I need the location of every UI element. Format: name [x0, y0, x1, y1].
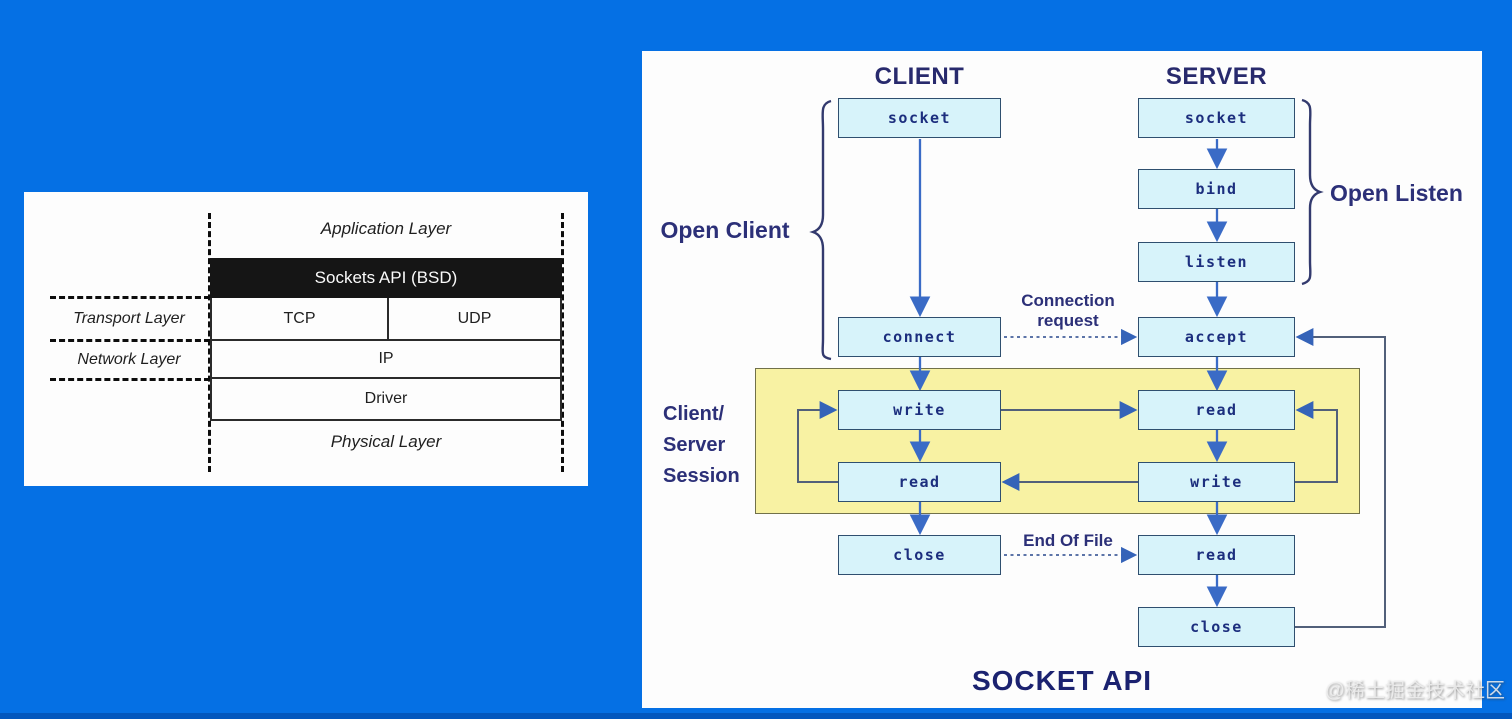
open-client-brace	[809, 99, 832, 361]
client-close-box: close	[838, 535, 1001, 575]
transport-layer-label: Transport Layer	[73, 310, 185, 327]
session-label-line1: Client/	[663, 403, 725, 425]
socket-api-panel: CLIENT SERVER	[642, 51, 1482, 708]
tcp-cell: TCP	[212, 298, 389, 339]
connection-request-line1: Connection	[1021, 291, 1115, 310]
client-socket-box: socket	[838, 98, 1001, 138]
protocol-stack-panel: Application Layer Sockets API (BSD) TCP …	[24, 192, 588, 486]
session-label-line3: Session	[663, 465, 740, 487]
driver-cell: Driver	[212, 379, 560, 421]
open-client-label: Open Client	[660, 217, 790, 243]
client-write-box: write	[838, 390, 1001, 430]
transport-row: TCP UDP	[212, 298, 560, 341]
server-read-box: read	[1138, 390, 1295, 430]
open-listen-brace	[1301, 98, 1324, 286]
ip-cell: IP	[212, 341, 560, 379]
bottom-edge-strip	[0, 713, 1512, 719]
client-connect-box: connect	[838, 317, 1001, 357]
socket-api-title: SOCKET API	[971, 665, 1153, 696]
juejin-watermark: @稀土掘金技术社区	[1324, 680, 1505, 702]
end-of-file-label: End Of File	[1023, 531, 1113, 550]
connection-request-label: Connection request	[998, 291, 1138, 331]
server-socket-box: socket	[1138, 98, 1295, 138]
client-column-header: CLIENT	[874, 63, 965, 90]
stack-dashed-line-right	[561, 213, 564, 472]
stack-dashed-line-left	[208, 213, 211, 472]
server-close-box: close	[1138, 607, 1295, 647]
physical-layer-label: Physical Layer	[330, 432, 442, 451]
stack-dashed-line-h3	[50, 378, 210, 381]
sockets-api-bar: Sockets API (BSD)	[210, 258, 562, 298]
server-accept-box: accept	[1138, 317, 1295, 357]
open-listen-label: Open Listen	[1330, 180, 1463, 206]
server-listen-box: listen	[1138, 242, 1295, 282]
server-column-header: SERVER	[1165, 63, 1268, 90]
connection-request-line2: request	[1037, 311, 1099, 330]
application-layer-label: Application Layer	[320, 219, 452, 238]
sockets-api-bar-label: Sockets API (BSD)	[314, 268, 458, 287]
client-read-box: read	[838, 462, 1001, 502]
udp-cell: UDP	[457, 309, 492, 327]
client-server-session-label: Client/ Server Session	[663, 399, 773, 492]
network-layer-label: Network Layer	[77, 351, 181, 368]
stack-dashed-line-h2	[50, 339, 210, 342]
stack-dashed-line-h1	[50, 296, 210, 299]
server-bind-box: bind	[1138, 169, 1295, 209]
server-write-box: write	[1138, 462, 1295, 502]
server-read2-box: read	[1138, 535, 1295, 575]
session-label-line2: Server	[663, 434, 726, 456]
stack-table: TCP UDP IP Driver	[210, 298, 562, 421]
